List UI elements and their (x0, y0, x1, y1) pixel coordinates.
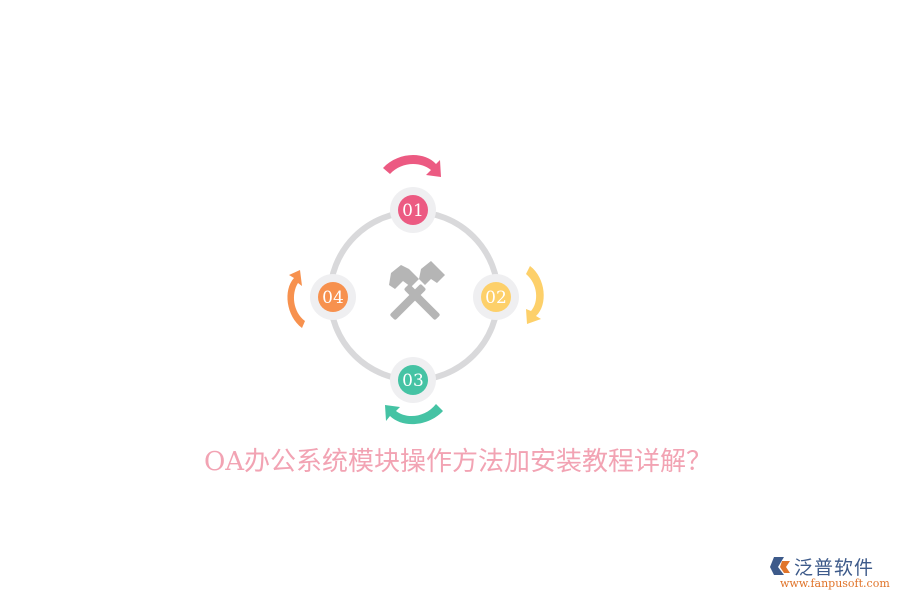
step-node-03: 03 (390, 357, 436, 403)
step-label-01: 01 (402, 201, 424, 221)
brand-url: www.fanpusoft.com (780, 577, 890, 590)
arrow-icon-03 (385, 404, 443, 425)
arrow-icon-01 (383, 155, 441, 177)
step-label-03: 03 (402, 371, 424, 391)
step-node-01: 01 (390, 187, 436, 233)
arrow-icon-02 (526, 266, 544, 324)
step-node-02: 02 (473, 274, 519, 320)
page-title: OA办公系统模块操作方法加安装教程详解？ (203, 447, 713, 477)
brand-name: 泛普软件 (794, 557, 875, 579)
step-label-04: 04 (322, 288, 344, 308)
step-node-04: 04 (310, 274, 356, 320)
arrow-icon-04 (287, 270, 305, 328)
fanpu-logo-icon (770, 557, 790, 575)
brand-logo: 泛普软件 www.fanpusoft.com (768, 553, 896, 595)
crossed-hammers-icon (389, 261, 445, 320)
step-label-02: 02 (485, 288, 507, 308)
